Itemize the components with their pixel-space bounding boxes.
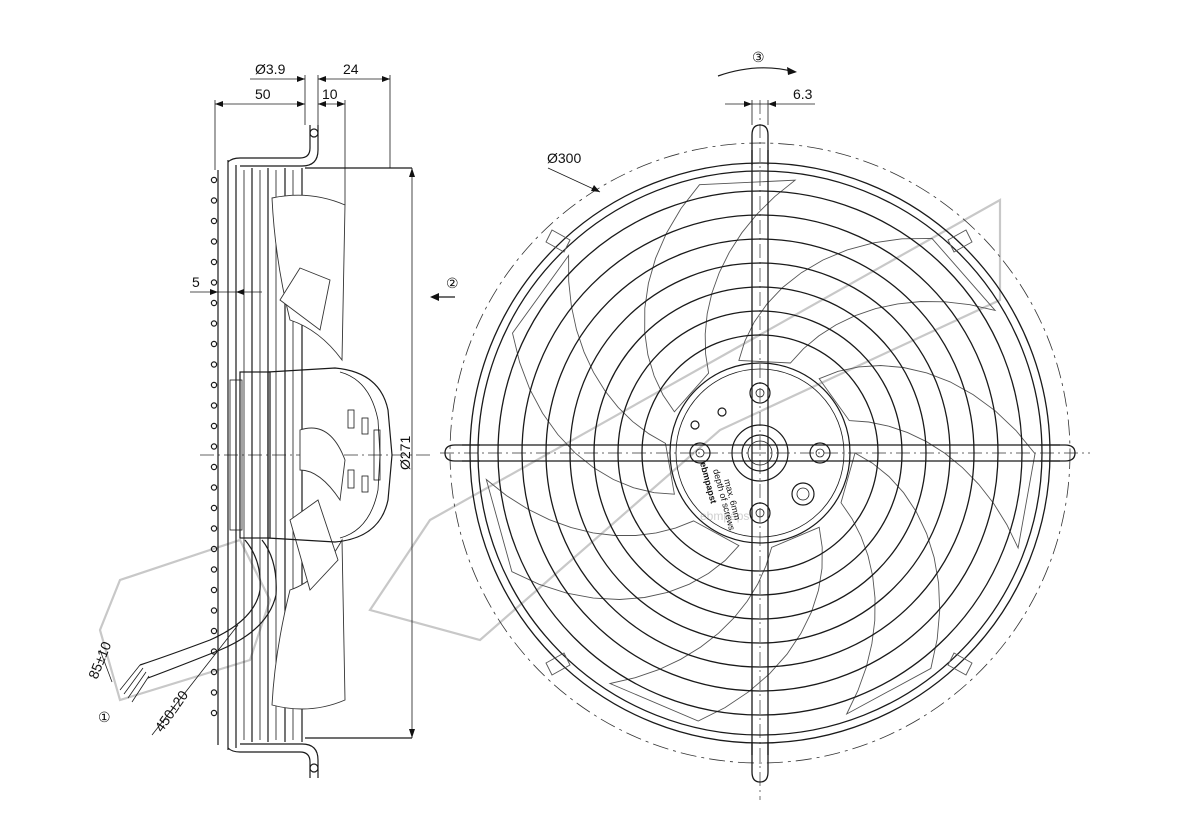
front-blade bbox=[485, 478, 740, 600]
guard-wire-end bbox=[210, 279, 218, 286]
guard-wire-end bbox=[210, 545, 218, 553]
dim-slot-6-3: 6.3 bbox=[793, 86, 813, 102]
dim-width-24: 24 bbox=[343, 61, 359, 77]
front-hub-screw-holes bbox=[689, 382, 831, 524]
side-guard-wire-ends bbox=[210, 176, 218, 717]
dim-offset-5: 5 bbox=[192, 274, 200, 290]
guard-wire-end bbox=[210, 668, 218, 676]
guard-wire-end bbox=[210, 586, 218, 594]
front-blade bbox=[818, 365, 1036, 550]
dim-cable-group bbox=[99, 624, 239, 736]
callout-cable: ① bbox=[98, 709, 111, 725]
front-hub-cable-gland bbox=[791, 482, 815, 506]
dim-diameter-300: Ø300 bbox=[547, 150, 581, 166]
side-motor-ribs bbox=[347, 409, 381, 493]
dim-diameter-271-group bbox=[409, 168, 415, 738]
dim-cable-450: 450±20 bbox=[151, 687, 191, 735]
cable-wire-ends bbox=[119, 664, 150, 703]
front-hub-center-bore bbox=[731, 424, 789, 482]
front-hub bbox=[669, 362, 851, 544]
guard-wire-end bbox=[210, 484, 218, 491]
guard-wire-end bbox=[210, 320, 218, 327]
front-blades bbox=[485, 179, 1036, 722]
dim-width-50: 50 bbox=[255, 86, 271, 102]
guard-wire-end bbox=[210, 627, 218, 635]
watermark: ebmpapst bbox=[98, 198, 1002, 702]
side-bottom-bracket-inner bbox=[240, 743, 319, 778]
front-blade bbox=[840, 452, 941, 716]
side-top-bracket-inner bbox=[240, 125, 319, 167]
side-cable bbox=[139, 539, 261, 666]
front-blade bbox=[608, 526, 823, 722]
callout-rotation: ③ bbox=[752, 49, 765, 65]
airflow-direction-arrow bbox=[430, 293, 455, 301]
guard-ring bbox=[545, 238, 975, 668]
guard-wire-end bbox=[210, 402, 218, 409]
guard-wire-end bbox=[210, 258, 218, 266]
front-hub-small-hole-2 bbox=[690, 420, 700, 430]
watermark-text: ebmpapst bbox=[700, 509, 753, 523]
front-hub-small-hole bbox=[717, 407, 727, 417]
guard-wire-end bbox=[210, 197, 218, 204]
dim-offset-5-group bbox=[190, 289, 262, 295]
front-view: ebmpapst depth of screws max. 6mm Ø300 6… bbox=[440, 49, 1090, 800]
guard-ring bbox=[617, 310, 903, 596]
guard-wire-end bbox=[210, 607, 218, 614]
dim-slot-6-3-group bbox=[725, 100, 815, 125]
guard-wire-end bbox=[210, 381, 218, 389]
guard-wire-end bbox=[210, 709, 218, 717]
front-blade bbox=[738, 237, 997, 364]
dim-hole-diameter: Ø3.9 bbox=[255, 61, 286, 77]
guard-wire-end bbox=[210, 361, 218, 368]
guard-ring bbox=[641, 334, 879, 572]
dim-width-10: 10 bbox=[322, 86, 338, 102]
dim-diameter-300-leader bbox=[547, 167, 601, 193]
guard-wire-end bbox=[210, 217, 218, 225]
side-cable-edge bbox=[147, 539, 277, 679]
front-guard-spokes bbox=[462, 150, 1060, 755]
dim-top-group bbox=[214, 75, 391, 205]
rotation-arrow bbox=[717, 67, 796, 77]
dim-cable-85: 85±10 bbox=[85, 639, 114, 681]
side-motor-plate bbox=[229, 379, 243, 531]
side-bottom-bracket bbox=[227, 747, 311, 778]
front-blade bbox=[512, 254, 675, 495]
callout-airflow: ② bbox=[446, 275, 459, 291]
guard-wire-end bbox=[210, 422, 218, 430]
guard-ring bbox=[569, 262, 951, 644]
guard-ring bbox=[521, 214, 999, 692]
guard-wire-end bbox=[210, 463, 218, 471]
side-top-mount-hole bbox=[309, 128, 319, 138]
guard-wire-end bbox=[210, 689, 218, 696]
side-top-bracket bbox=[227, 125, 311, 163]
side-bottom-mount-hole bbox=[309, 763, 319, 773]
watermark-outline-right bbox=[368, 198, 1002, 642]
front-hub-shaft bbox=[741, 434, 779, 472]
guard-wire-end bbox=[210, 525, 218, 532]
front-guard-rings bbox=[469, 162, 1051, 744]
side-blades bbox=[271, 194, 346, 710]
side-view: Ø3.9 24 50 10 5 Ø271 ② 85±10 450±2 bbox=[85, 61, 459, 778]
front-mounting-tabs bbox=[444, 124, 1076, 783]
side-motor-body bbox=[267, 367, 393, 543]
guard-wire-end bbox=[210, 504, 218, 512]
guard-ring bbox=[469, 162, 1051, 744]
guard-ring bbox=[497, 190, 1023, 716]
guard-wire-end bbox=[210, 340, 218, 348]
guard-wire-end bbox=[210, 566, 218, 573]
front-diameter-300-circle bbox=[449, 142, 1071, 764]
dim-diameter-271: Ø271 bbox=[397, 436, 413, 470]
front-blade bbox=[644, 179, 797, 413]
side-motor-flange bbox=[239, 371, 271, 539]
guard-wire-end bbox=[210, 238, 218, 245]
guard-wire-end bbox=[210, 299, 218, 307]
guard-ring bbox=[593, 286, 927, 620]
guard-wire-end bbox=[210, 443, 218, 450]
guard-wire-end bbox=[210, 176, 218, 184]
watermark-outline-left bbox=[98, 538, 272, 702]
guard-ring bbox=[477, 170, 1043, 736]
